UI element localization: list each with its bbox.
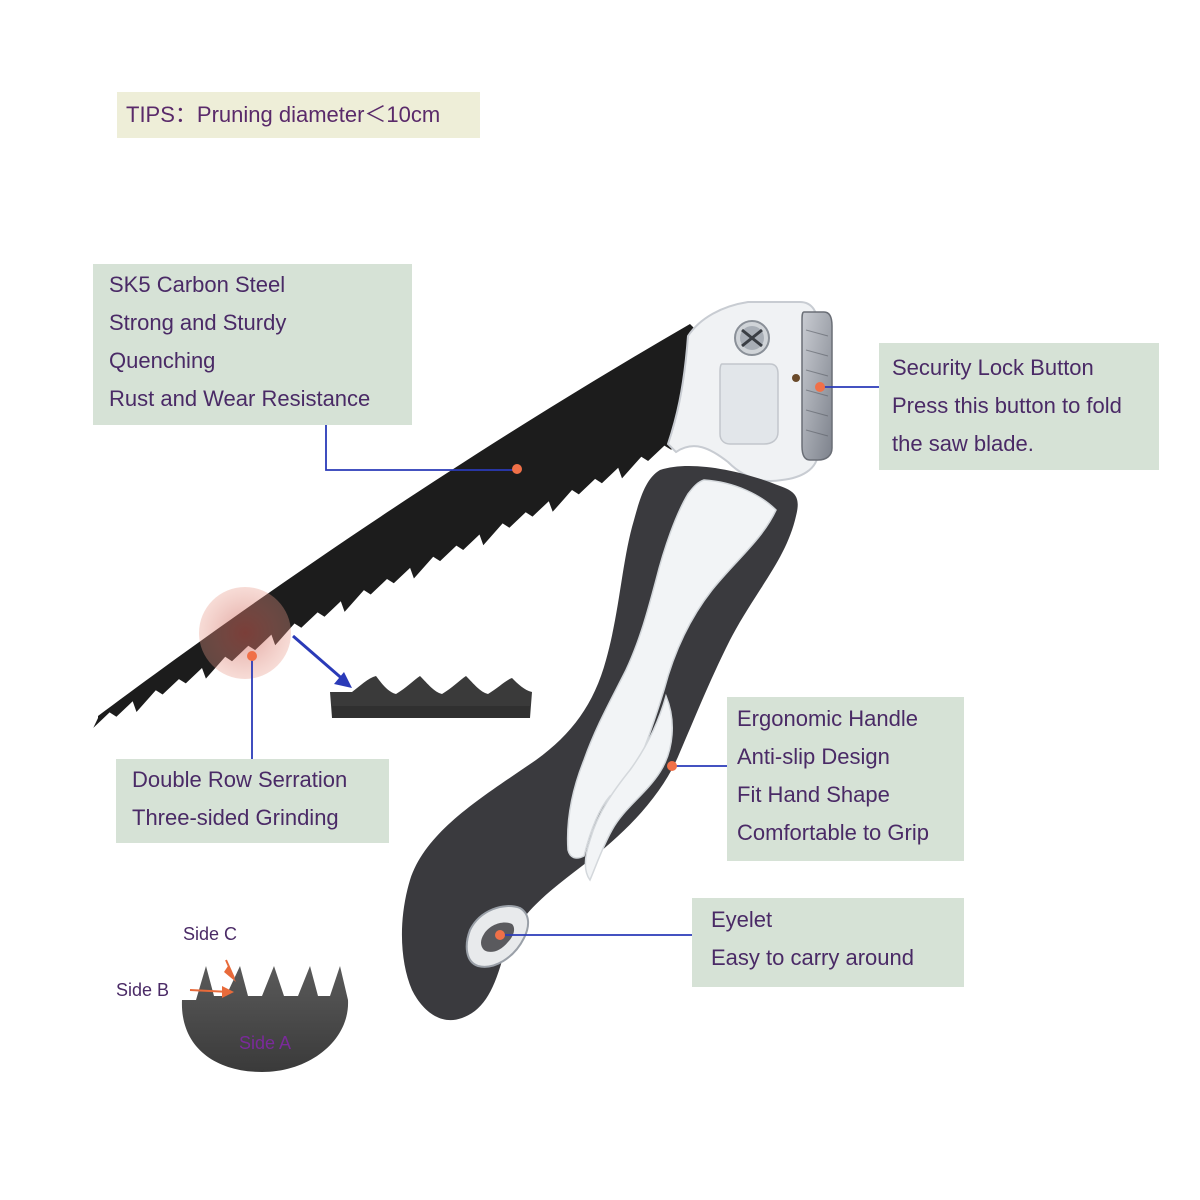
feature-line: Security Lock Button bbox=[892, 355, 1094, 380]
feature-line: Eyelet bbox=[711, 907, 773, 932]
leader-lines bbox=[251, 386, 880, 936]
feature-line: Anti-slip Design bbox=[737, 744, 890, 769]
feature-line: Press this button to fold bbox=[892, 393, 1122, 418]
feature-line: Comfortable to Grip bbox=[737, 820, 929, 845]
feature-line: Easy to carry around bbox=[711, 945, 914, 970]
side-b-label: Side B bbox=[116, 980, 170, 1000]
side-c-label: Side C bbox=[183, 924, 238, 944]
feature-line: Double Row Serration bbox=[132, 767, 348, 792]
eyelet-feature-label: Eyelet Easy to carry around bbox=[692, 898, 964, 987]
tips-banner: TIPS：Pruning diameter＜10cm bbox=[117, 92, 480, 138]
feature-line: Three-sided Grinding bbox=[132, 805, 339, 830]
handle-feature-label: Ergonomic Handle Anti-slip Design Fit Ha… bbox=[727, 697, 964, 861]
detail-arrow bbox=[292, 634, 352, 688]
marker-dot bbox=[512, 464, 522, 474]
side-a-label: Side A bbox=[239, 1033, 292, 1053]
lock-feature-label: Security Lock Button Press this button t… bbox=[879, 343, 1159, 470]
feature-line: SK5 Carbon Steel bbox=[109, 272, 286, 297]
feature-line: Ergonomic Handle bbox=[737, 706, 918, 731]
marker-dot bbox=[247, 651, 257, 661]
feature-line: Strong and Sturdy bbox=[109, 310, 287, 335]
blade-feature-label: SK5 Carbon Steel Strong and Sturdy Quenc… bbox=[93, 264, 412, 425]
feature-line: Fit Hand Shape bbox=[737, 782, 890, 807]
feature-line: Quenching bbox=[109, 348, 216, 373]
marker-dot bbox=[667, 761, 677, 771]
tooth-detail-strip bbox=[330, 676, 532, 718]
magnifier-circle bbox=[199, 587, 291, 679]
marker-dot bbox=[495, 930, 505, 940]
callout-markers bbox=[247, 382, 825, 940]
feature-line: the saw blade. bbox=[892, 431, 1034, 456]
serration-feature-label: Double Row Serration Three-sided Grindin… bbox=[116, 759, 389, 843]
marker-dot bbox=[815, 382, 825, 392]
saw-handle bbox=[401, 301, 819, 1021]
feature-line: Rust and Wear Resistance bbox=[109, 386, 371, 411]
tooth-sides-detail bbox=[181, 959, 349, 1072]
